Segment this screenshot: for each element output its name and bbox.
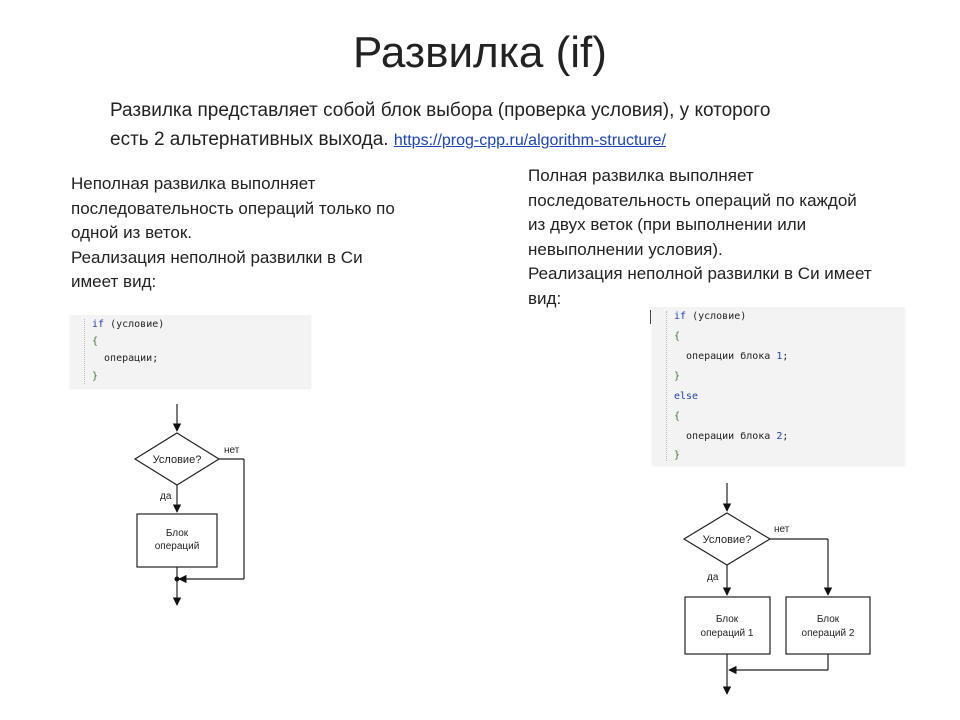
- code-line: if (условие): [92, 319, 164, 330]
- right-text-line: последовательность операций по каждой: [528, 190, 857, 210]
- block-2-label: операций 2: [802, 628, 855, 639]
- left-text-line: последовательность операций только по: [71, 198, 395, 218]
- left-text-line: Реализация неполной развилки в Си: [71, 247, 363, 267]
- right-text-line: из двух веток (при выполнении или: [528, 215, 807, 234]
- block-label: Блок: [166, 528, 189, 539]
- code-line: операции блока 2;: [674, 431, 788, 442]
- code-body: операции;: [92, 353, 159, 364]
- intro-paragraph: Развилка представляет собой блок выбора …: [110, 96, 910, 155]
- right-text-line: невыполнении условия).: [528, 239, 723, 259]
- code-semicolon: ;: [782, 431, 789, 442]
- condition-label: Условие?: [703, 534, 752, 546]
- no-label: нет: [774, 524, 790, 535]
- code-gutter: [84, 319, 85, 384]
- yes-label: да: [707, 572, 719, 583]
- block-2-label: Блок: [817, 614, 840, 625]
- code-close-brace: }: [674, 450, 681, 461]
- operations-block: [136, 513, 218, 568]
- keyword-if: if: [92, 319, 105, 330]
- complete-if-else-code: if (условие) { операции блока 1; } else …: [652, 307, 905, 465]
- operations-block-1: [684, 596, 771, 655]
- code-line: if (условие): [674, 311, 746, 322]
- keyword-if: if: [674, 311, 687, 322]
- right-text-line: Полная развилка выполняет: [528, 166, 754, 185]
- code-number: 1: [776, 351, 783, 362]
- code-gutter: [666, 311, 667, 461]
- code-condition: (условие): [104, 319, 165, 330]
- complete-branch-flowchart: [682, 483, 871, 695]
- right-text-line: Реализация неполной развилки в Си имеет: [528, 264, 872, 283]
- code-semicolon: ;: [782, 351, 789, 362]
- code-number: 2: [776, 431, 783, 442]
- intro-line-1: Развилка представляет собой блок выбора …: [110, 100, 771, 121]
- block-1-label: операций 1: [701, 628, 754, 639]
- intro-line-2-text: есть 2 альтернативных выхода.: [110, 129, 389, 150]
- complete-branch-description: Полная развилка выполняет последовательн…: [528, 164, 872, 311]
- incomplete-branch-flowchart: [133, 404, 245, 606]
- source-link[interactable]: https://prog-cpp.ru/algorithm-structure/: [393, 132, 666, 149]
- left-text-line: Неполная развилка выполняет: [71, 174, 316, 193]
- yes-label: да: [160, 491, 172, 502]
- right-text-line: вид:: [528, 288, 562, 308]
- text-cursor: [650, 310, 651, 324]
- incomplete-branch-description: Неполная развилка выполняет последовател…: [71, 172, 395, 295]
- code-open-brace: {: [674, 411, 681, 422]
- keyword-else: else: [674, 391, 699, 402]
- block-label: операций: [155, 541, 200, 552]
- condition-label: Условие?: [153, 454, 202, 466]
- code-line: операции блока 1;: [674, 351, 788, 362]
- incomplete-if-code: if (условие) { операции; }: [70, 315, 311, 388]
- left-text-line: одной из веток.: [71, 223, 193, 242]
- slide-title: Развилка (if): [353, 28, 607, 77]
- block-1-label: Блок: [716, 614, 739, 625]
- code-close-brace: }: [92, 371, 99, 382]
- code-body: операции блока: [674, 351, 777, 362]
- code-open-brace: {: [92, 336, 99, 347]
- operations-block-2: [785, 596, 871, 655]
- code-condition: (условие): [686, 311, 747, 322]
- code-open-brace: {: [674, 331, 681, 342]
- code-close-brace: }: [674, 371, 681, 382]
- left-text-line: имеет вид:: [71, 272, 157, 291]
- merge-point: [174, 576, 180, 582]
- intro-line-2: есть 2 альтернативных выхода. https://pr…: [110, 125, 910, 155]
- code-body: операции блока: [674, 431, 777, 442]
- no-label: нет: [224, 445, 240, 456]
